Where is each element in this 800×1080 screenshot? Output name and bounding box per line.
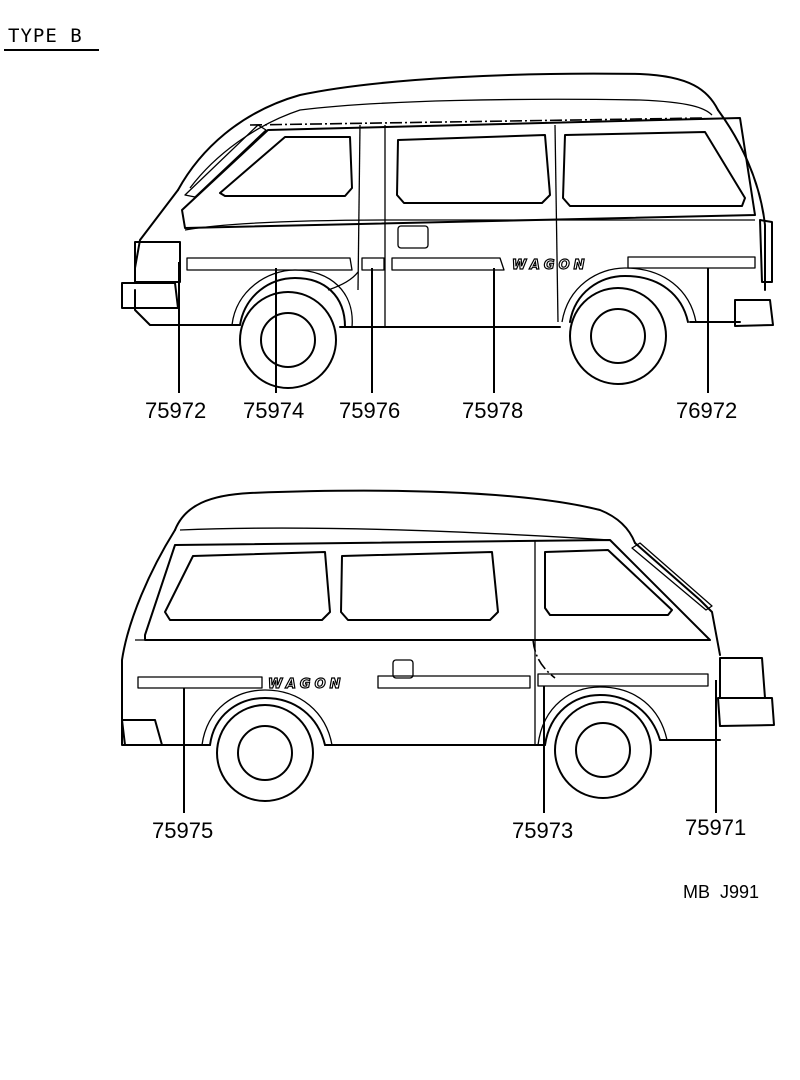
badge-wagon-lower: WAGON — [268, 677, 345, 692]
part-label: 75972 — [145, 398, 206, 423]
part-labels-upper: 75972 75974 75976 75978 76972 — [145, 398, 737, 423]
part-label: 75976 — [339, 398, 400, 423]
lower-van: WAGON — [121, 489, 775, 802]
part-labels-lower: 75975 75973 75971 — [152, 815, 746, 843]
part-label: 76972 — [676, 398, 737, 423]
part-label: 75971 — [685, 815, 746, 840]
badge-wagon-upper: WAGON — [512, 258, 589, 273]
diagram-title: TYPE B — [4, 25, 99, 51]
part-label: 75978 — [462, 398, 523, 423]
reference-code: MB J991 — [683, 882, 759, 902]
type-label: TYPE B — [8, 25, 83, 47]
part-label: 75975 — [152, 818, 213, 843]
upper-van: WAGON — [121, 72, 774, 389]
part-label: 75974 — [243, 398, 304, 423]
part-label: 75973 — [512, 818, 573, 843]
leader-lines — [178, 262, 717, 813]
